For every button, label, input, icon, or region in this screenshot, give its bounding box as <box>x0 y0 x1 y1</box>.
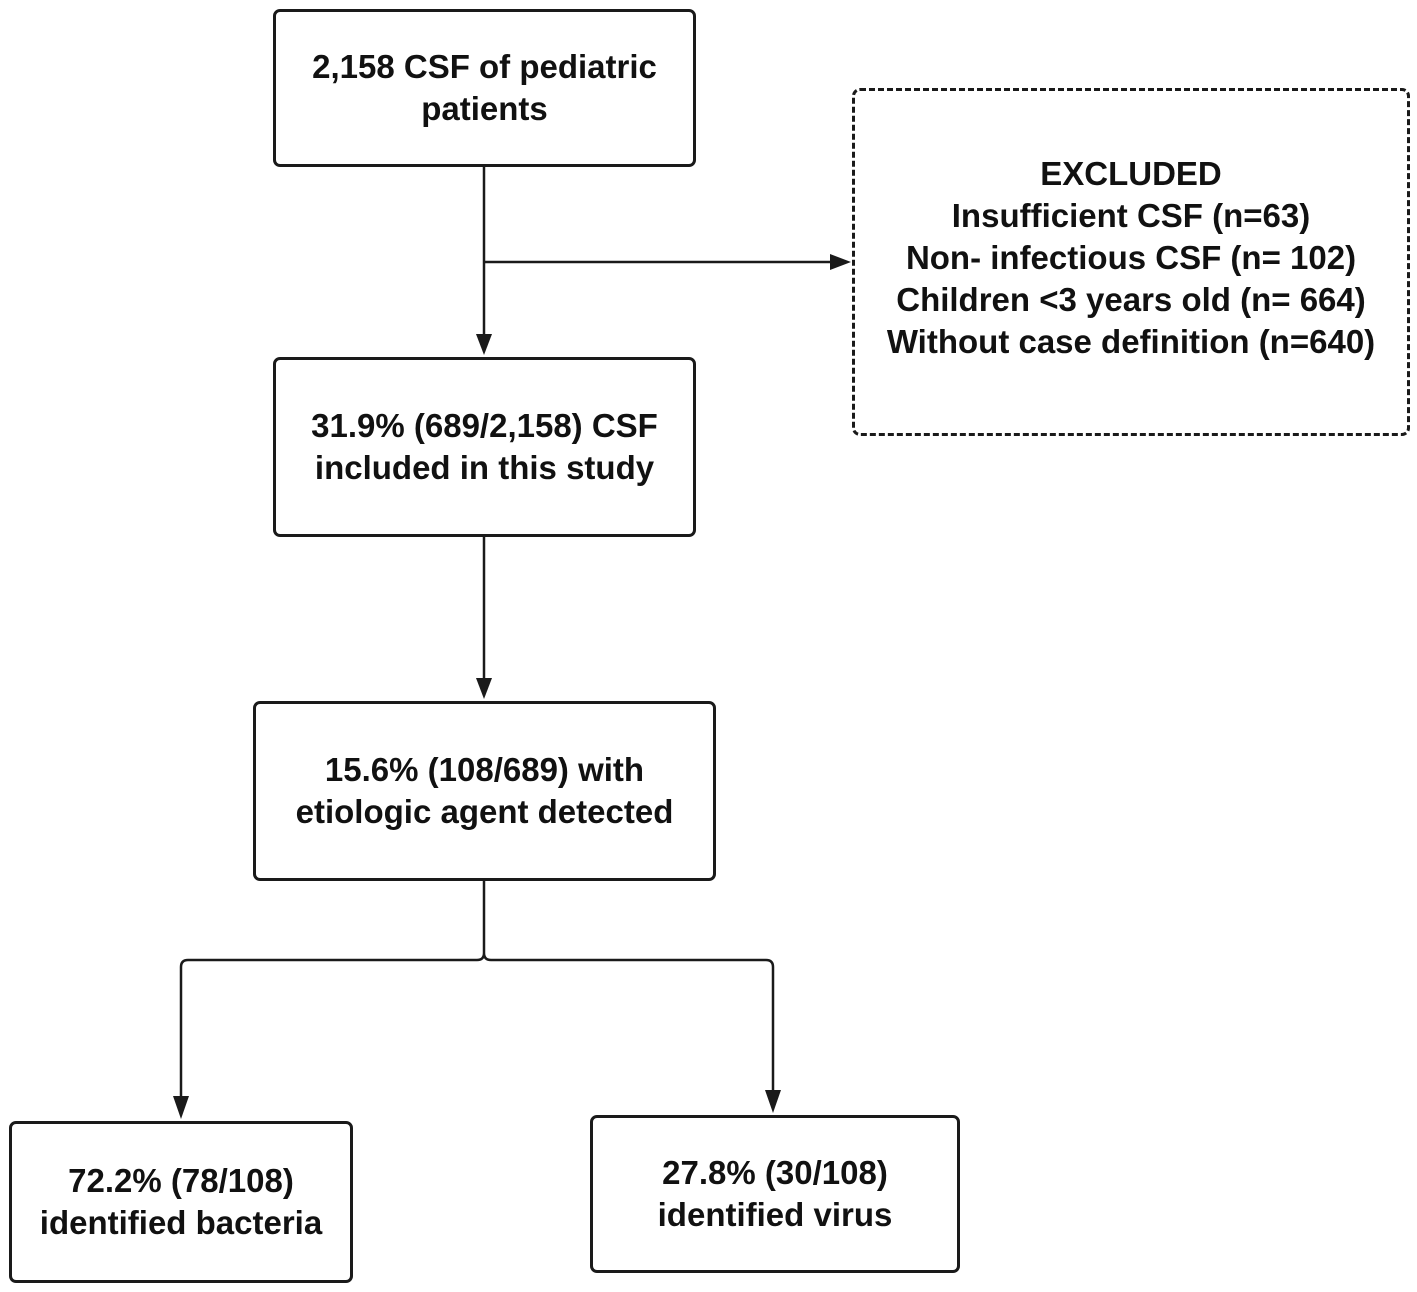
included-box: 31.9% (689/2,158) CSF included in this s… <box>273 357 696 537</box>
arrowhead-bacteria <box>173 1096 189 1119</box>
etiologic-detected-box: 15.6% (108/689) with etiologic agent det… <box>253 701 716 881</box>
excluded-item-children: Children <3 years old (n= 664) <box>896 281 1366 318</box>
included-line-2: included in this study <box>314 449 655 486</box>
csf-total-box: 2,158 CSF of pediatric patients <box>273 9 696 167</box>
arrowhead-virus <box>765 1090 781 1113</box>
bacteria-line-1: 72.2% (78/108) <box>68 1162 294 1199</box>
included-line-1: 31.9% (689/2,158) CSF <box>311 407 658 444</box>
arrowhead-included <box>476 334 492 355</box>
virus-box: 27.8% (30/108) identified virus <box>590 1115 960 1273</box>
detected-line-2: etiologic agent detected <box>295 793 674 830</box>
bacteria-line-2: identified bacteria <box>39 1204 323 1241</box>
virus-line-1: 27.8% (30/108) <box>662 1154 888 1191</box>
bacteria-box: 72.2% (78/108) identified bacteria <box>9 1121 353 1283</box>
arrowhead-detected <box>476 678 492 699</box>
detected-line-1: 15.6% (108/689) with <box>324 751 645 788</box>
csf-total-line-2: patients <box>421 90 548 127</box>
excluded-box: EXCLUDED Insufficient CSF (n=63) Non- in… <box>852 88 1410 436</box>
virus-line-2: identified virus <box>657 1196 893 1233</box>
excluded-item-non-infectious: Non- infectious CSF (n= 102) <box>905 239 1357 276</box>
connector-detected-split <box>179 881 775 1096</box>
csf-total-line-1: 2,158 CSF of pediatric <box>312 48 657 85</box>
arrowhead-excluded <box>830 254 851 270</box>
excluded-item-insufficient: Insufficient CSF (n=63) <box>951 197 1311 234</box>
excluded-item-without-definition: Without case definition (n=640) <box>886 323 1376 360</box>
excluded-heading: EXCLUDED <box>1040 155 1222 192</box>
